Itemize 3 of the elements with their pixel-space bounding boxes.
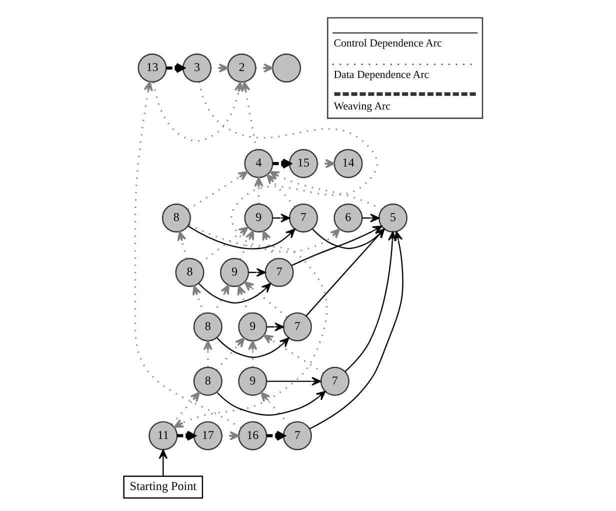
- legend-label: Data Dependence Arc: [334, 68, 430, 81]
- legend-label: Control Dependence Arc: [334, 37, 442, 50]
- legend-label: Weaving Arc: [334, 100, 391, 112]
